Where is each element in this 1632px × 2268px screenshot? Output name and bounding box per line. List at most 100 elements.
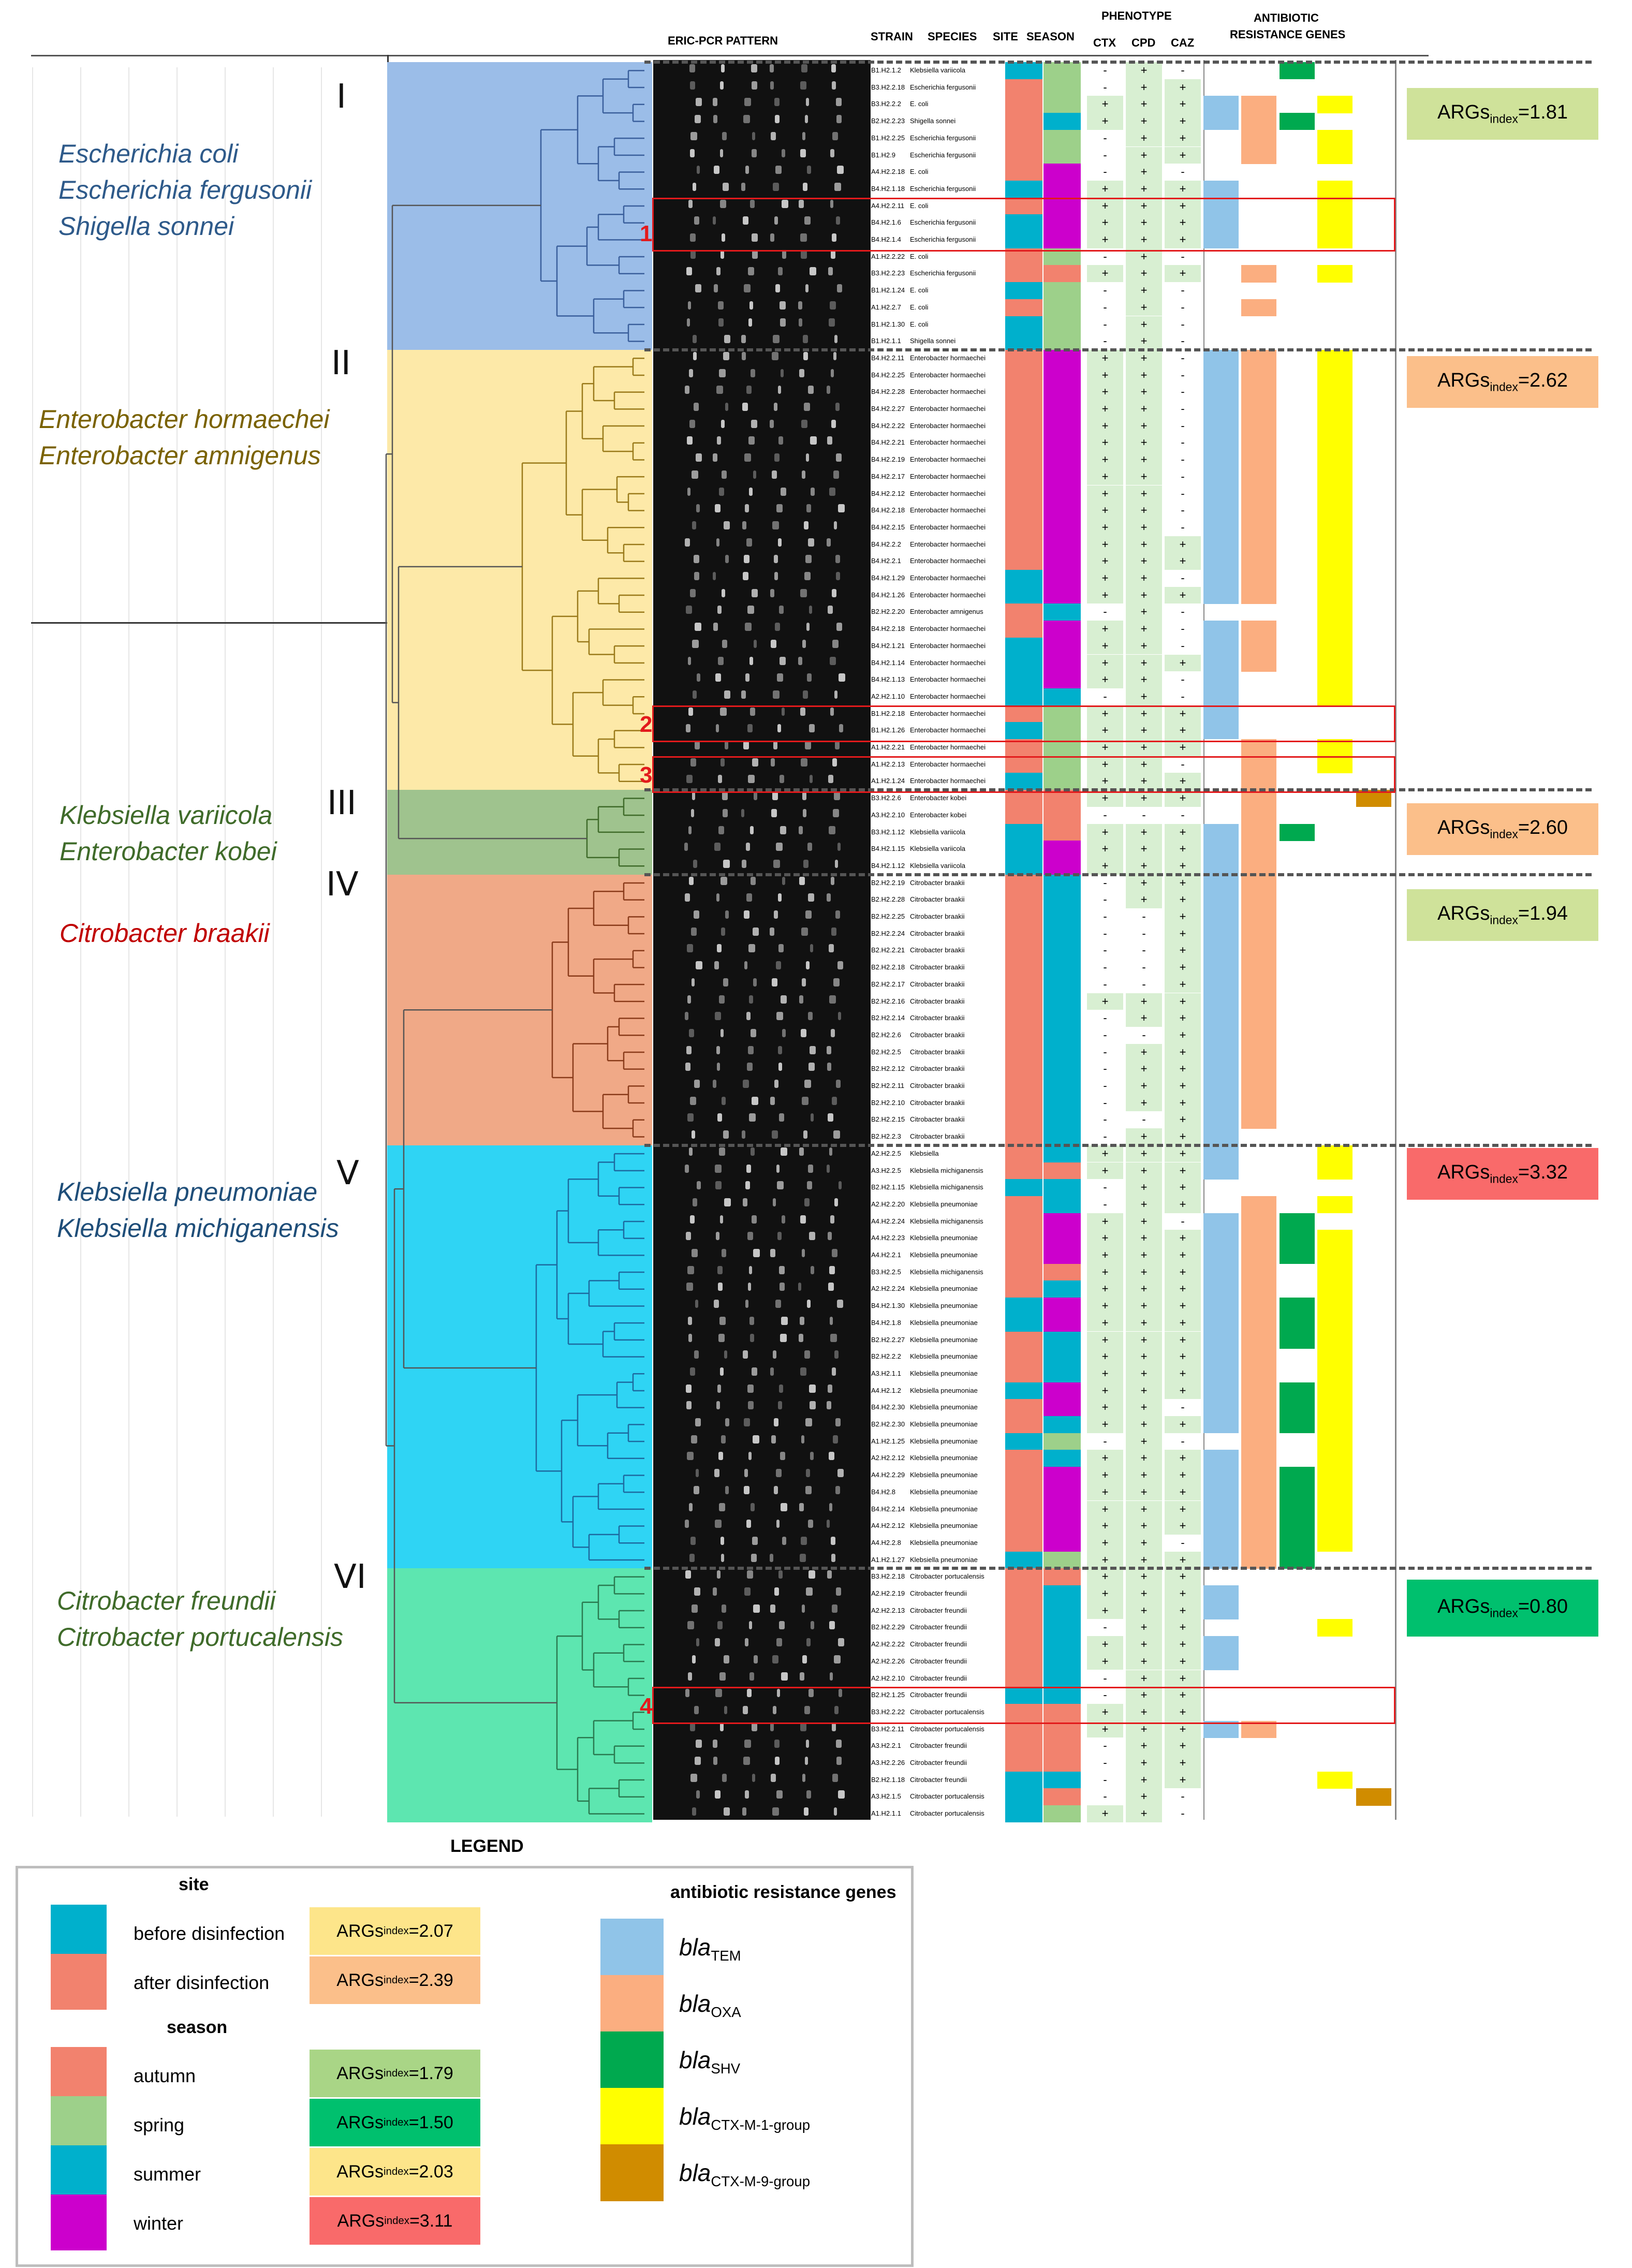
gel-band bbox=[725, 741, 728, 749]
phenotype-cell: + bbox=[1087, 401, 1123, 418]
gel-band bbox=[686, 1401, 692, 1410]
strain-id: B4.H2.2.17 bbox=[871, 472, 905, 480]
gel-band bbox=[772, 470, 777, 479]
gel-band bbox=[686, 724, 690, 733]
gel-lane bbox=[653, 229, 871, 246]
phenotype-cell: + bbox=[1165, 857, 1201, 875]
gel-lane bbox=[653, 416, 871, 432]
species-name: Klebsiella pneumoniae bbox=[910, 1318, 978, 1327]
site-cell bbox=[1005, 1382, 1042, 1400]
gel-band bbox=[806, 961, 810, 970]
gene-presence-cell bbox=[1280, 113, 1315, 130]
phenotype-cell: + bbox=[1165, 1518, 1201, 1535]
gel-band bbox=[798, 1283, 801, 1291]
gel-lane bbox=[653, 449, 871, 466]
season-cell bbox=[1043, 113, 1081, 130]
site-cell bbox=[1005, 654, 1042, 672]
gel-band bbox=[725, 1418, 729, 1426]
strain-id: B1.H2.2.18 bbox=[871, 709, 905, 717]
gene-presence-cell bbox=[1317, 265, 1352, 283]
gel-band bbox=[800, 1553, 806, 1562]
gel-band bbox=[751, 1553, 757, 1562]
gel-band bbox=[835, 1418, 841, 1426]
species-name: Citrobacter braakii bbox=[910, 1048, 965, 1056]
strain-id: B4.H2.1.13 bbox=[871, 675, 905, 684]
gene-presence-cell bbox=[1280, 1500, 1315, 1518]
gel-band bbox=[692, 521, 696, 529]
strain-id: B2.H2.2.21 bbox=[871, 946, 905, 954]
gel-band bbox=[753, 1435, 759, 1444]
strain-id: B2.H2.2.6 bbox=[871, 1030, 901, 1039]
phenotype-cell: + bbox=[1165, 1111, 1201, 1129]
species-name: Enterobacter hormaechei bbox=[910, 438, 986, 447]
gel-band bbox=[752, 250, 758, 259]
season-label: summer bbox=[134, 2163, 201, 2185]
phenotype-cell: + bbox=[1126, 1128, 1162, 1145]
gel-band bbox=[804, 216, 811, 225]
gel-band bbox=[722, 639, 727, 648]
phenotype-cell: + bbox=[1087, 993, 1123, 1010]
gel-band bbox=[778, 386, 781, 394]
gel-lane bbox=[653, 1397, 871, 1413]
gel-band bbox=[828, 1283, 834, 1291]
gene-presence-cell bbox=[1203, 1365, 1239, 1383]
gene-presence-cell bbox=[1317, 621, 1352, 638]
gene-presence-cell bbox=[1317, 519, 1352, 537]
phenotype-cell: + bbox=[1165, 1230, 1201, 1247]
season-cell bbox=[1043, 806, 1081, 824]
gel-band bbox=[716, 386, 723, 394]
gene-presence-cell bbox=[1241, 1365, 1276, 1383]
gel-band bbox=[803, 182, 807, 191]
gel-band bbox=[747, 1232, 753, 1241]
site-cell bbox=[1005, 1331, 1042, 1349]
gene-presence-cell bbox=[1203, 401, 1239, 418]
gene-presence-cell bbox=[1203, 705, 1239, 723]
gel-lane bbox=[653, 1295, 871, 1312]
gel-band bbox=[722, 1604, 726, 1613]
season-cell bbox=[1043, 366, 1081, 384]
season-cell bbox=[1043, 231, 1081, 249]
gene-presence-cell bbox=[1317, 1314, 1352, 1332]
phenotype-cell: + bbox=[1087, 654, 1123, 672]
species-name: Klebsiella pneumoniae bbox=[910, 1251, 978, 1259]
gel-band bbox=[830, 301, 836, 310]
gel-band bbox=[771, 639, 776, 648]
phenotype-cell: - bbox=[1181, 368, 1185, 381]
gel-band bbox=[720, 1215, 723, 1224]
species-name: E. coli bbox=[910, 320, 929, 328]
gene-presence-cell bbox=[1317, 553, 1352, 570]
strain-id: A4.H2.2.12 bbox=[871, 1522, 905, 1530]
site-cell bbox=[1005, 1551, 1042, 1569]
gel-band bbox=[776, 961, 781, 970]
gene-presence-cell bbox=[1317, 570, 1352, 587]
gel-band bbox=[693, 859, 697, 868]
site-cell bbox=[1005, 231, 1042, 249]
gel-band bbox=[773, 182, 779, 191]
phenotype-cell: + bbox=[1087, 384, 1123, 401]
site-cell bbox=[1005, 1247, 1042, 1264]
gene-presence-cell bbox=[1203, 1298, 1239, 1315]
site-cell bbox=[1005, 570, 1042, 587]
gel-lane bbox=[653, 500, 871, 517]
gene-presence-cell bbox=[1280, 1399, 1315, 1417]
site-cell bbox=[1005, 214, 1042, 232]
phenotype-cell: + bbox=[1126, 586, 1162, 604]
species-name: Citrobacter freundii bbox=[910, 1657, 967, 1665]
gel-band bbox=[686, 267, 692, 276]
gel-band bbox=[696, 98, 702, 107]
gel-band bbox=[839, 673, 845, 682]
phenotype-cell: + bbox=[1126, 79, 1162, 96]
phenotype-cell: + bbox=[1165, 1500, 1201, 1518]
gel-band bbox=[713, 115, 717, 124]
gel-lane bbox=[653, 1685, 871, 1701]
gel-lane bbox=[653, 1499, 871, 1515]
gene-presence-cell bbox=[1203, 1247, 1239, 1264]
site-cell bbox=[1005, 1043, 1042, 1061]
strain-id: B2.H2.2.10 bbox=[871, 1098, 905, 1107]
gel-band bbox=[687, 487, 690, 496]
gene-presence-cell bbox=[1241, 299, 1276, 316]
season-cell bbox=[1043, 316, 1081, 333]
gel-band bbox=[805, 910, 812, 919]
season-cell bbox=[1043, 1162, 1081, 1180]
